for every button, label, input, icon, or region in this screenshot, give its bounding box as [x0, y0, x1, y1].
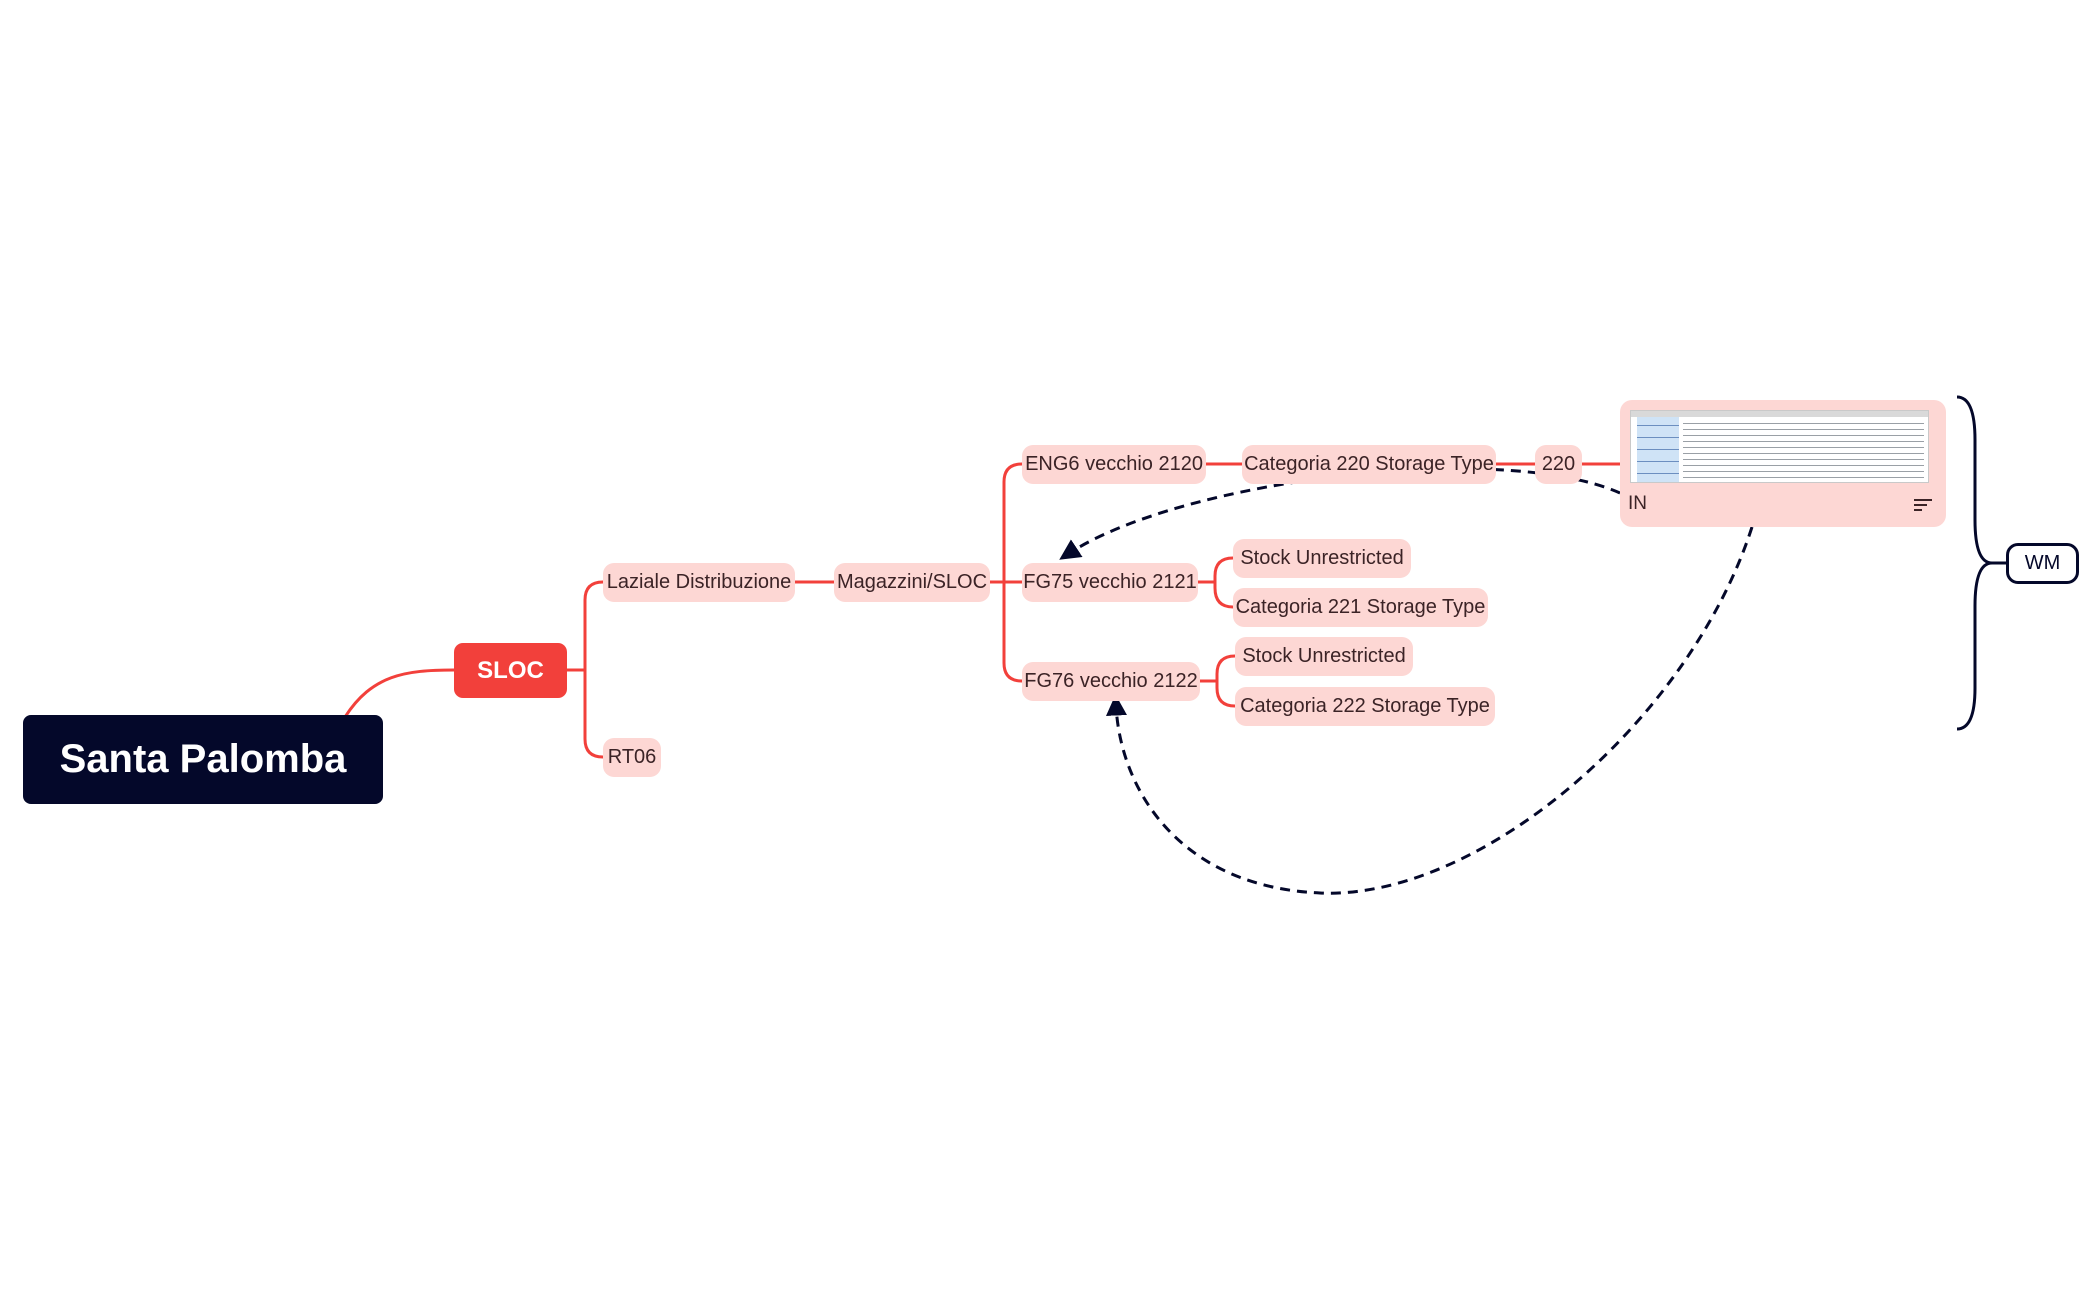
- topic-stock-unrestricted-1[interactable]: Stock Unrestricted: [1233, 539, 1411, 578]
- link-fg76-children: [1200, 654, 1236, 708]
- topic-in-label: IN: [1628, 493, 1647, 514]
- relation-in-fg76: [1106, 526, 1754, 895]
- table-screenshot-thumbnail: [1630, 410, 1929, 483]
- topic-sloc[interactable]: SLOC: [454, 643, 567, 698]
- topic-fg76-vecchio-2122[interactable]: FG76 vecchio 2122: [1022, 662, 1200, 701]
- topic-categoria-222[interactable]: Categoria 222 Storage Type: [1235, 687, 1495, 726]
- link-fg75-children: [1198, 556, 1234, 609]
- topic-eng6-vecchio-2120[interactable]: ENG6 vecchio 2120: [1022, 445, 1206, 484]
- link-root-sloc: [343, 668, 455, 718]
- summary-wm[interactable]: WM: [2006, 543, 2079, 584]
- topic-fg75-vecchio-2121[interactable]: FG75 vecchio 2121: [1022, 563, 1198, 602]
- topic-stock-unrestricted-2[interactable]: Stock Unrestricted: [1235, 637, 1413, 676]
- topic-220[interactable]: 220: [1535, 445, 1582, 484]
- relation-in-fg75: [1059, 467, 1621, 560]
- link-magazzini-trunk: [1002, 462, 1023, 683]
- topic-rt06[interactable]: RT06: [603, 738, 661, 777]
- root-topic[interactable]: Santa Palomba: [23, 715, 383, 804]
- topic-categoria-220[interactable]: Categoria 220 Storage Type: [1242, 445, 1496, 484]
- topic-in-with-image[interactable]: IN: [1620, 400, 1946, 527]
- summary-brace: [1956, 395, 1993, 731]
- topic-categoria-221[interactable]: Categoria 221 Storage Type: [1233, 588, 1488, 627]
- link-sloc-trunk: [583, 580, 604, 759]
- notes-icon[interactable]: [1914, 499, 1932, 513]
- topic-laziale-distribuzione[interactable]: Laziale Distribuzione: [603, 563, 795, 602]
- topic-magazzini-sloc[interactable]: Magazzini/SLOC: [834, 563, 990, 602]
